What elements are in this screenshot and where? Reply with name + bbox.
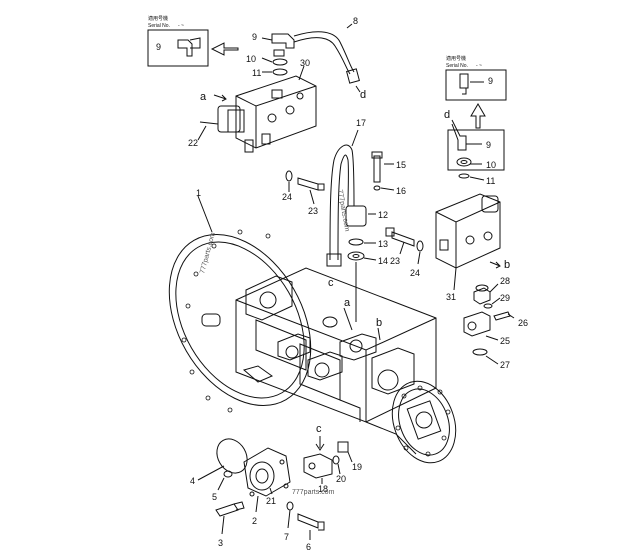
callout-13: 13 [378, 239, 388, 249]
callout-9-right: 9 [486, 140, 491, 150]
callout-31: 31 [446, 292, 456, 302]
callout-4: 4 [190, 476, 195, 486]
elbow-fitting-right: d 9 10 11 [444, 109, 505, 186]
inset-left-title: 適用号機 [148, 15, 168, 22]
watermark-left: 777parts.com [199, 232, 217, 275]
callout-23-left: 23 [308, 206, 318, 216]
lower-left-parts: 4 5 2 3 7 6 21 [190, 438, 325, 552]
inset-left-serial-value: - ~ [178, 23, 184, 29]
valve-assembly-30: 30 a 22 [188, 58, 317, 153]
letter-c-hose: c [328, 277, 334, 289]
callout-24-left: 24 [282, 192, 292, 202]
callout-30: 30 [300, 58, 310, 68]
letter-c-bottom: c [316, 423, 322, 435]
lower-right-parts: c 18 20 19 [303, 423, 362, 494]
callout-9-left: 9 [252, 32, 257, 42]
callout-6: 6 [306, 542, 311, 552]
callout-18: 18 [318, 484, 328, 494]
letter-d-right: d [444, 109, 450, 121]
callout-11-right: 11 [486, 176, 495, 186]
callout-29: 29 [500, 293, 510, 303]
inset-left-arrow [210, 42, 239, 56]
callout-26: 26 [518, 318, 528, 328]
callout-21: 21 [266, 496, 276, 506]
watermark-bottom: 777parts.com [292, 489, 335, 496]
callout-3: 3 [218, 538, 223, 548]
callout-11-left: 11 [252, 68, 261, 78]
callout-28: 28 [500, 276, 510, 286]
connector-12-group: 12 13 14 15 16 [345, 151, 406, 322]
callout-25: 25 [500, 336, 510, 346]
letter-a-mid: a [344, 297, 351, 309]
inset-right-serial-label: Serial No. [446, 63, 468, 69]
callout-5: 5 [212, 492, 217, 502]
callout-9-inset-left: 9 [156, 42, 161, 52]
callout-22: 22 [188, 138, 198, 148]
hose-17: 17 c [326, 118, 366, 289]
callout-15: 15 [396, 160, 406, 170]
bolt-washer-right: 23 24 [385, 227, 424, 278]
inset-box-left: 適用号機 Serial No. - ~ 9 [147, 15, 239, 67]
bolt-washer-left: 24 23 [282, 170, 325, 216]
callout-1: 1 [196, 188, 201, 198]
letter-a-top: a [200, 91, 207, 103]
callout-9-inset-right: 9 [488, 76, 493, 86]
callout-10-left: 10 [246, 54, 256, 64]
fittings-right-side: 28 29 26 25 27 [463, 276, 528, 370]
inset-right-serial-value: - ~ [476, 63, 482, 69]
callout-23-right: 23 [390, 256, 400, 266]
letter-b-right: b [504, 259, 510, 271]
callout-24-right: 24 [410, 268, 420, 278]
elbow-fitting-left: 9 10 11 [246, 32, 295, 78]
callout-7: 7 [284, 532, 289, 542]
callout-10-right: 10 [486, 160, 496, 170]
callout-12: 12 [378, 210, 388, 220]
inset-right-arrow [470, 103, 486, 129]
callout-16: 16 [396, 186, 406, 196]
main-pump-body: 1 a b [168, 188, 457, 464]
callout-19: 19 [352, 462, 362, 472]
inset-box-right: 適用号機 Serial No. - ~ 9 [445, 55, 507, 129]
callout-20: 20 [336, 474, 346, 484]
inset-right-title: 適用号機 [446, 55, 466, 62]
callout-17: 17 [356, 118, 366, 128]
callout-14: 14 [378, 256, 388, 266]
hose-8: 8 d [293, 16, 366, 101]
valve-assembly-31: 31 b [435, 193, 510, 302]
letter-b-mid: b [376, 317, 382, 329]
callout-2: 2 [252, 516, 257, 526]
callout-27: 27 [500, 360, 510, 370]
letter-d-top: d [360, 89, 366, 101]
inset-left-serial-label: Serial No. [148, 23, 170, 29]
callout-8: 8 [353, 16, 358, 26]
